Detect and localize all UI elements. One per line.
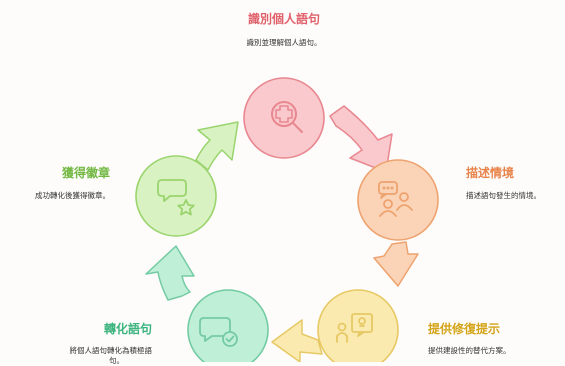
step-title-badge: 獲得徽章 — [61, 166, 110, 180]
chat-check-icon — [199, 317, 238, 347]
arrow-identify-to-describe — [329, 105, 393, 173]
medical-search-icon — [271, 101, 303, 133]
step-desc-badge: 成功轉化後獲得徽章。 — [35, 191, 110, 200]
chat-star-icon — [157, 179, 195, 216]
step-node-convert — [187, 289, 269, 362]
step-desc-identify: 識別並理解個人語句。 — [246, 38, 322, 47]
step-node-identify — [243, 77, 325, 159]
arrow-convert-to-badge — [145, 245, 195, 301]
step-node-suggest — [317, 289, 399, 362]
step-desc-describe: 描述語句發生的情境。 — [466, 191, 541, 200]
step-desc-convert-line2: 句。 — [109, 356, 124, 365]
people-chat-icon — [378, 181, 413, 217]
arrow-describe-to-suggest — [373, 241, 419, 287]
step-title-convert: 轉化語句 — [103, 322, 152, 336]
step-title-identify: 識別個人語句 — [247, 12, 321, 26]
step-title-describe: 描述情境 — [466, 166, 515, 180]
idea-person-icon — [336, 313, 373, 343]
step-desc-suggest: 提供建設性的替代方案。 — [428, 346, 511, 355]
arrow-suggest-to-convert — [271, 319, 323, 362]
step-title-suggest: 提供修復提示 — [428, 322, 501, 336]
step-node-describe — [357, 159, 439, 241]
arrow-badge-to-identify — [195, 121, 239, 171]
step-desc-convert: 將個人語句轉化為積極語 — [69, 346, 153, 355]
